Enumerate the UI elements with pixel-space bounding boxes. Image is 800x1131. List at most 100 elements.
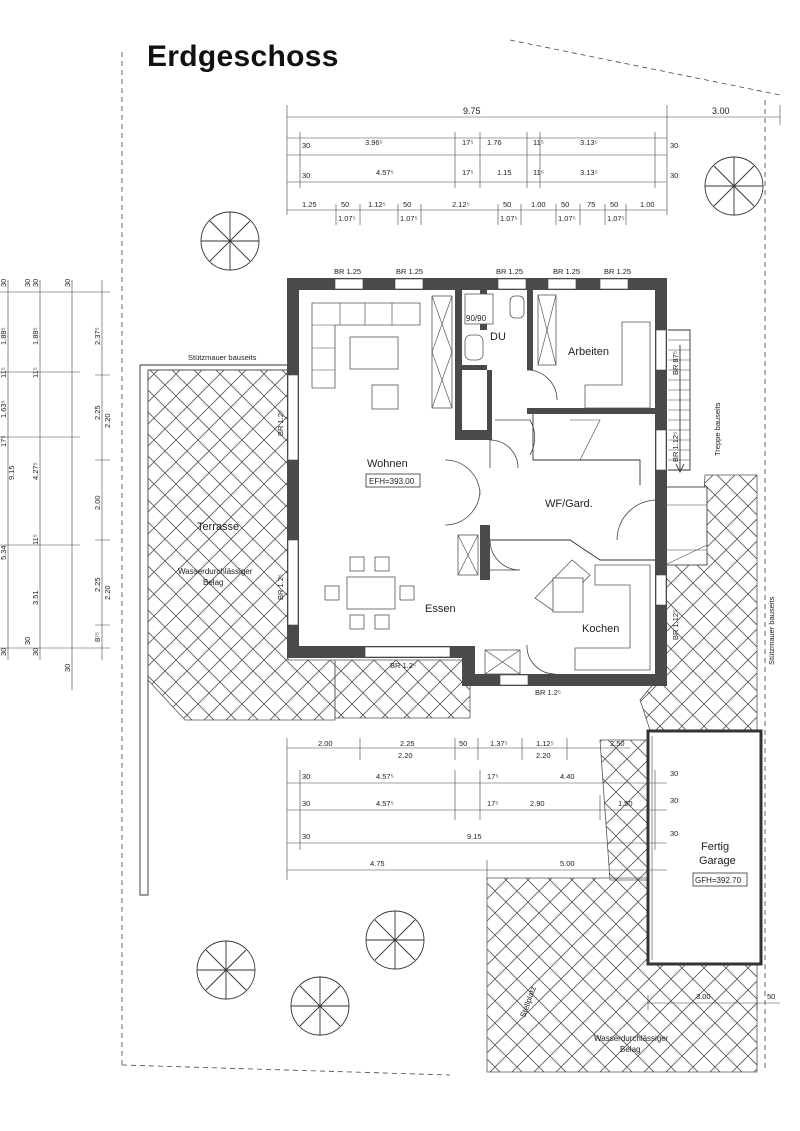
- dim-top-total: 9.75: [463, 106, 481, 116]
- dim-top-r4-1: 50: [341, 200, 349, 209]
- dim-left-c3-1: 2.37⁵: [93, 327, 102, 345]
- dim-bottom-r1-4: 1.12⁵: [536, 739, 554, 748]
- dim-left-c3-0: 30: [63, 279, 72, 287]
- dim-top-r2-1: 3.96⁵: [365, 138, 383, 147]
- dim-garage-width: 3.00: [696, 992, 711, 1001]
- window-label-left-1: BR 1.2⁵: [276, 410, 285, 436]
- dim-left-c1-6: 30: [0, 648, 8, 656]
- kitchen-counters: [484, 559, 651, 675]
- dim-left-c3-6: 2.20: [103, 585, 112, 600]
- terrace-surface-1: Wasserdurchlässiger: [178, 567, 253, 576]
- retaining-wall-note-right: Stützmauer bauseits: [767, 596, 776, 665]
- room-label-essen: Essen: [425, 603, 456, 615]
- dim-bottom-r2-0: 30: [302, 772, 310, 781]
- dim-bottom-r3-3: 2.90: [530, 799, 545, 808]
- dim-left-c3-2: 2.25: [93, 405, 102, 420]
- dim-left-c1-4: 17⁵: [0, 436, 8, 447]
- dim-top-r4-0: 1.25: [302, 200, 317, 209]
- dim-left-c1-2: 11⁵: [0, 367, 8, 378]
- window-label-left-2: BR 1.2⁵: [276, 574, 285, 600]
- dim-left-c3-7: 8⁷⁵: [93, 632, 102, 642]
- dim-top-r5-1: 1.07⁵: [400, 214, 418, 223]
- dim-top-r5-2: 1.07⁵: [500, 214, 518, 223]
- dim-top-r4-7: 50: [561, 200, 569, 209]
- terrace-area: [147, 369, 336, 721]
- dim-top-r5-0: 1.07⁵: [338, 214, 356, 223]
- room-label-arbeiten: Arbeiten: [568, 346, 609, 358]
- armchair: [371, 384, 399, 410]
- dim-top-r2-3: 1.76: [487, 138, 502, 147]
- dim-left-outer-1: 9.15: [7, 465, 16, 480]
- dim-top-r3-1: 4.57⁵: [376, 168, 394, 177]
- wohnen-level-box: [365, 473, 421, 488]
- dim-left-c3-5: 2.25: [93, 577, 102, 592]
- window-label-right-3: BR 1.12⁵: [671, 610, 680, 640]
- dim-left-c2-5: 3.51: [31, 590, 40, 605]
- window-label-bottom-1: BR 1.2⁵: [390, 661, 416, 670]
- dim-top-r3-3: 1.15: [497, 168, 512, 177]
- dim-left-c1-3: 1.63⁵: [0, 400, 8, 418]
- terrace-surface-2: Belag: [203, 578, 223, 587]
- room-label-du: DU: [490, 331, 506, 343]
- dim-left-c1-1: 1.88⁵: [0, 327, 8, 345]
- stairs-note: Treppe bauseits: [713, 402, 722, 456]
- terrace-front: [334, 659, 471, 719]
- dim-left-c2-3: 4.27⁵: [31, 462, 40, 480]
- dim-left-c2-6: 30: [31, 648, 40, 656]
- dim-bottom-r1-2: 50: [459, 739, 467, 748]
- dim-bottom-r1-sub-1: 2.20: [536, 751, 551, 760]
- room-label-wohnen: Wohnen: [367, 458, 408, 470]
- room-label-garage-1: Fertig: [701, 841, 729, 853]
- window-label-right-1: BR 87⁵: [671, 351, 680, 375]
- room-label-garage-2: Garage: [699, 855, 736, 867]
- wardrobe: [431, 295, 453, 409]
- dim-top-r4-5: 50: [503, 200, 511, 209]
- dim-top-r3-2: 17⁵: [462, 168, 473, 177]
- dim-left-outer-2: 30: [23, 637, 32, 645]
- room-label-wf: WF/Gard.: [545, 498, 593, 510]
- dim-bottom-r2-1: 4.57⁵: [376, 772, 394, 781]
- dim-bottom-r3-5: 30: [670, 796, 678, 805]
- shelf: [457, 534, 479, 576]
- kitchen-partition: [490, 539, 655, 561]
- dim-top-r4-3: 50: [403, 200, 411, 209]
- window-openings: [287, 278, 667, 686]
- dim-top-r2-2: 17⁵: [462, 138, 473, 147]
- window-label-top-2: BR 1.25: [396, 267, 423, 276]
- dim-top-r5-3: 1.07⁵: [558, 214, 576, 223]
- dim-bottom-r1-1: 2.25: [400, 739, 415, 748]
- dim-left-c3-4: 2.00: [93, 495, 102, 510]
- room-label-kochen: Kochen: [582, 623, 619, 635]
- dim-top-r2-0: 30: [302, 141, 310, 150]
- dim-bottom-r1-sub-0: 2.20: [398, 751, 413, 760]
- dim-left-c2-4: 11⁵: [31, 534, 40, 545]
- hall-partition: [532, 414, 641, 485]
- dim-top-r3-6: 30: [670, 171, 678, 180]
- dim-bottom-r3-0: 30: [302, 799, 310, 808]
- dim-top-r4-4: 2.12⁵: [452, 200, 470, 209]
- dim-top-r2-6: 30: [670, 141, 678, 150]
- dim-top-r2-5: 3.13⁵: [580, 138, 598, 147]
- dim-bottom-r3-2: 17⁵: [487, 799, 498, 808]
- dim-top-r4-8: 75: [587, 200, 595, 209]
- dim-left-outer-0: 30: [23, 279, 32, 287]
- stairs: [668, 329, 691, 474]
- dim-bottom-r3-4: 1.50: [618, 799, 633, 808]
- window-label-top-1: BR 1.25: [334, 267, 361, 276]
- dim-left-c1-5: 5.34: [0, 545, 8, 560]
- dim-left-c3-8: 30: [63, 664, 72, 672]
- tree-icons: [196, 156, 764, 1036]
- dim-top-r3-4: 11⁵: [533, 168, 544, 177]
- dim-left-c2-1: 1.88⁵: [31, 327, 40, 345]
- dim-top-r4-9: 50: [610, 200, 618, 209]
- dim-bottom-r4-1: 9.15: [467, 832, 482, 841]
- dining-table: [324, 556, 415, 630]
- dim-top-r4-2: 1.12⁵: [368, 200, 386, 209]
- window-label-top-4: BR 1.25: [553, 267, 580, 276]
- dim-left-c2-2: 11⁵: [31, 367, 40, 378]
- office-furniture: [537, 294, 651, 409]
- dim-top-r4-6: 1.00: [531, 200, 546, 209]
- dim-bottom-r1-3: 1.37⁵: [490, 739, 508, 748]
- garage: [646, 729, 763, 966]
